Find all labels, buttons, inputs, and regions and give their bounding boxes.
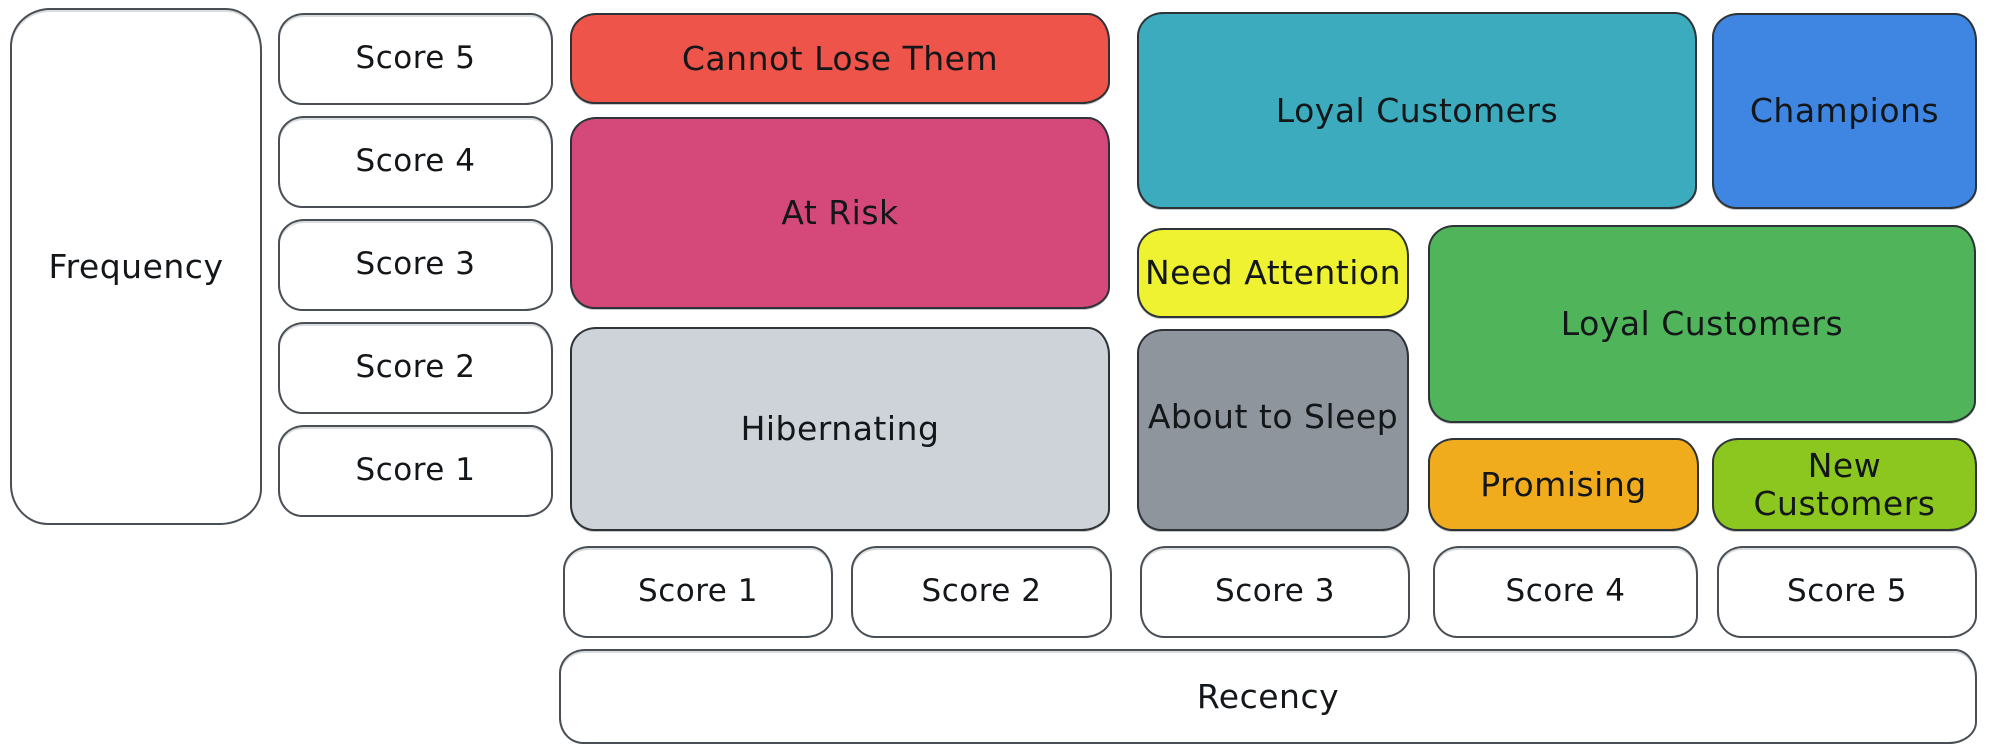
- segment-label: New Customers: [1753, 445, 1936, 523]
- recency-score-2-label: Score 2: [921, 573, 1042, 610]
- segment-need-attention: Need Attention: [1137, 228, 1409, 318]
- segment-champions: Champions: [1712, 13, 1977, 209]
- frequency-score-1-label: Score 1: [355, 452, 476, 489]
- frequency-score-4-box: Score 4: [278, 116, 553, 208]
- frequency-score-5-box: Score 5: [278, 13, 553, 105]
- segment-label: Promising: [1480, 464, 1647, 504]
- segment-label: Loyal Customers: [1560, 304, 1844, 344]
- frequency-score-5-label: Score 5: [355, 40, 476, 77]
- segment-loyal-customers-top: Loyal Customers: [1137, 12, 1697, 209]
- frequency-score-3-box: Score 3: [278, 219, 553, 311]
- recency-score-3-box: Score 3: [1140, 546, 1410, 638]
- segment-label: Hibernating: [740, 409, 940, 449]
- recency-axis-box: Recency: [559, 649, 1977, 744]
- segment-label: At Risk: [781, 193, 899, 233]
- recency-score-5-label: Score 5: [1787, 573, 1907, 610]
- recency-score-5-box: Score 5: [1717, 546, 1977, 638]
- segment-cannot-lose-them: Cannot Lose Them: [570, 13, 1110, 104]
- segment-loyal-customers-middle: Loyal Customers: [1428, 225, 1976, 423]
- segment-at-risk: At Risk: [570, 117, 1110, 309]
- segment-promising: Promising: [1428, 438, 1699, 531]
- recency-score-3-label: Score 3: [1215, 573, 1335, 610]
- recency-score-2-box: Score 2: [851, 546, 1112, 638]
- segment-label: About to Sleep: [1147, 397, 1399, 437]
- recency-score-4-label: Score 4: [1505, 573, 1626, 610]
- frequency-score-2-box: Score 2: [278, 322, 553, 414]
- segment-about-to-sleep: About to Sleep: [1137, 329, 1409, 531]
- segment-label: Need Attention: [1144, 253, 1402, 293]
- frequency-score-4-label: Score 4: [355, 143, 476, 180]
- segment-hibernating: Hibernating: [570, 327, 1110, 531]
- segment-label: Cannot Lose Them: [681, 38, 999, 78]
- segment-new-customers: New Customers: [1712, 438, 1977, 531]
- recency-score-1-box: Score 1: [563, 546, 833, 638]
- recency-score-4-box: Score 4: [1433, 546, 1698, 638]
- segment-label: Champions: [1749, 91, 1940, 131]
- recency-axis-label: Recency: [1196, 676, 1340, 716]
- frequency-score-1-box: Score 1: [278, 425, 553, 517]
- frequency-axis-label: Frequency: [48, 246, 224, 286]
- segment-label: Loyal Customers: [1275, 90, 1559, 130]
- recency-score-1-label: Score 1: [638, 573, 758, 610]
- frequency-score-3-label: Score 3: [355, 246, 476, 283]
- frequency-axis-box: Frequency: [10, 8, 262, 525]
- frequency-score-2-label: Score 2: [355, 349, 476, 386]
